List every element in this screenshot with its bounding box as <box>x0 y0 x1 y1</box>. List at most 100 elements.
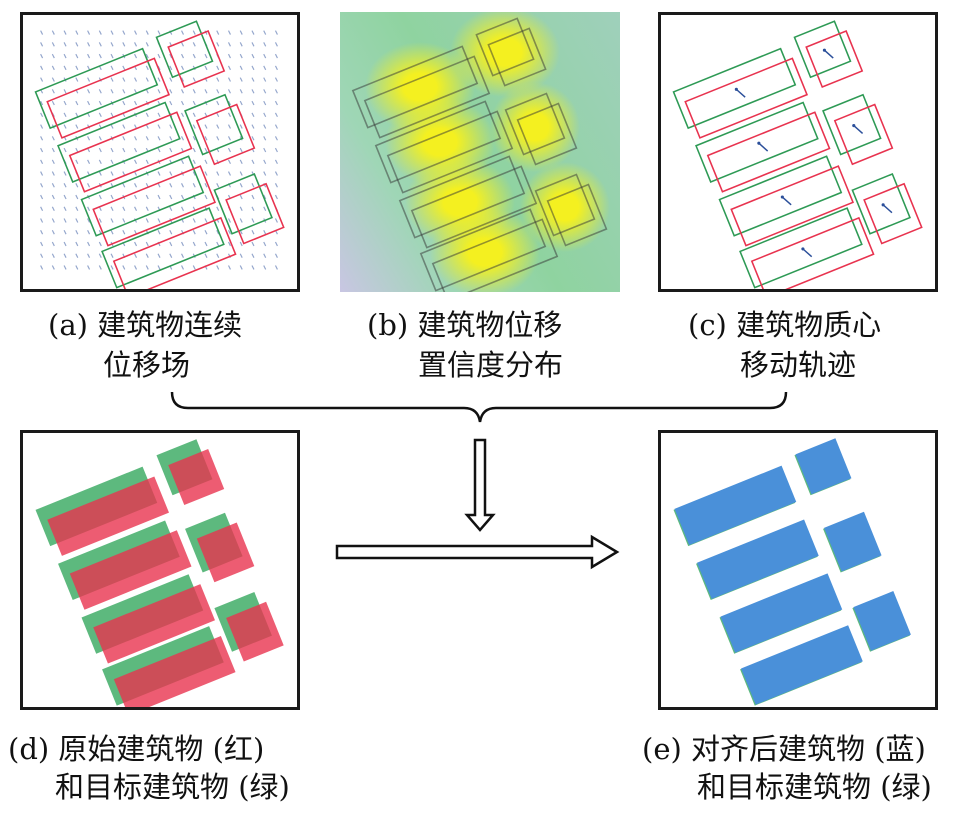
displacement-vector <box>157 265 161 270</box>
caption-e-line1: (e) 对齐后建筑物 (蓝) <box>642 732 926 766</box>
displacement-vector <box>227 171 231 176</box>
target-building-outline <box>80 155 205 237</box>
displacement-vector <box>204 147 208 153</box>
displacement-vector <box>227 30 231 35</box>
displacement-vector <box>227 100 231 106</box>
original-building-outline <box>410 165 538 249</box>
original-building-outline <box>684 57 809 139</box>
displacement-vector <box>98 112 102 118</box>
displacement-vector <box>216 112 220 118</box>
displacement-vector <box>110 53 114 59</box>
displacement-vector <box>110 42 114 47</box>
displacement-vector <box>251 65 255 71</box>
target-building-outline <box>851 172 911 235</box>
displacement-vector <box>110 194 114 200</box>
displacement-vector <box>75 112 79 118</box>
original-building-outline <box>730 165 855 247</box>
displacement-vector <box>263 194 267 200</box>
displacement-vector <box>134 194 138 200</box>
displacement-vector <box>263 159 267 165</box>
aligned-building <box>697 519 819 599</box>
displacement-vector <box>169 100 173 106</box>
displacement-vector <box>98 30 102 35</box>
displacement-vector <box>216 42 220 47</box>
displacement-vector <box>216 136 220 141</box>
displacement-vector <box>251 265 255 270</box>
displacement-vector <box>169 77 173 82</box>
original-building-outline <box>750 216 875 289</box>
displacement-vector <box>40 147 44 153</box>
displacement-vector <box>274 253 278 258</box>
target-building-outline <box>475 17 535 77</box>
caption-d-line2: 和目标建筑物 (绿) <box>55 770 290 804</box>
displacement-vector <box>192 241 196 247</box>
displacement-vector <box>192 136 196 141</box>
original-building-outline <box>363 55 491 139</box>
displacement-vector <box>181 253 185 258</box>
displacement-vector <box>51 159 55 165</box>
displacement-vector <box>192 30 196 35</box>
displacement-vector <box>227 124 231 129</box>
displacement-vector <box>239 183 243 188</box>
displacement-vector <box>274 65 278 71</box>
displacement-vector <box>251 159 255 165</box>
displacement-vector <box>192 77 196 82</box>
displacement-vector <box>87 218 91 223</box>
target-building-outline <box>101 207 225 289</box>
aligned-building <box>674 465 797 546</box>
displacement-vector <box>51 100 55 106</box>
displacement-vector <box>40 159 44 165</box>
displacement-vector <box>122 136 126 141</box>
original-building-outline <box>487 27 547 87</box>
displacement-vector <box>181 112 185 118</box>
displacement-vector <box>51 206 55 211</box>
original-building-outline <box>546 183 608 247</box>
displacement-vector <box>63 53 67 59</box>
displacement-vector <box>110 147 114 153</box>
displacement-vector <box>63 112 67 118</box>
displacement-vector <box>216 183 220 188</box>
original-building-outline <box>225 182 285 245</box>
displacement-vector <box>75 65 79 71</box>
displacement-vector <box>251 253 255 258</box>
displacement-vector <box>110 77 114 82</box>
displacement-vector <box>169 230 173 235</box>
displacement-vector <box>63 171 67 176</box>
centroid-trajectory-arrow <box>735 88 746 98</box>
displacement-vector <box>274 171 278 176</box>
displacement-vector <box>216 253 220 258</box>
displacement-vector <box>98 218 102 223</box>
displacement-vector <box>145 194 149 200</box>
target-building-outline <box>822 93 882 156</box>
displacement-vector <box>239 194 243 200</box>
displacement-vector <box>251 218 255 223</box>
displacement-vector <box>75 230 79 235</box>
displacement-vector <box>169 194 173 200</box>
displacement-vector <box>134 171 138 176</box>
displacement-vector <box>157 77 161 82</box>
displacement-vector <box>239 100 243 106</box>
aligned-building <box>741 625 863 705</box>
displacement-vector <box>51 218 55 223</box>
displacement-vector <box>227 112 231 118</box>
displacement-vector <box>274 241 278 247</box>
target-building-outline <box>695 101 819 183</box>
displacement-vector <box>157 230 161 235</box>
aligned-building <box>720 573 843 653</box>
displacement-vector <box>145 253 149 258</box>
displacement-vector <box>98 265 102 270</box>
displacement-vector <box>40 30 44 35</box>
displacement-vector <box>239 206 243 211</box>
displacement-vector <box>274 218 278 223</box>
displacement-vector <box>204 159 208 165</box>
original-building-outline <box>805 30 864 89</box>
displacement-vector <box>181 89 185 94</box>
displacement-vector <box>75 183 79 188</box>
displacement-vector <box>51 265 55 270</box>
displacement-vector <box>227 77 231 82</box>
displacement-vector <box>145 265 149 270</box>
displacement-vector <box>274 77 278 82</box>
displacement-vector <box>216 265 220 270</box>
displacement-vector <box>40 136 44 141</box>
